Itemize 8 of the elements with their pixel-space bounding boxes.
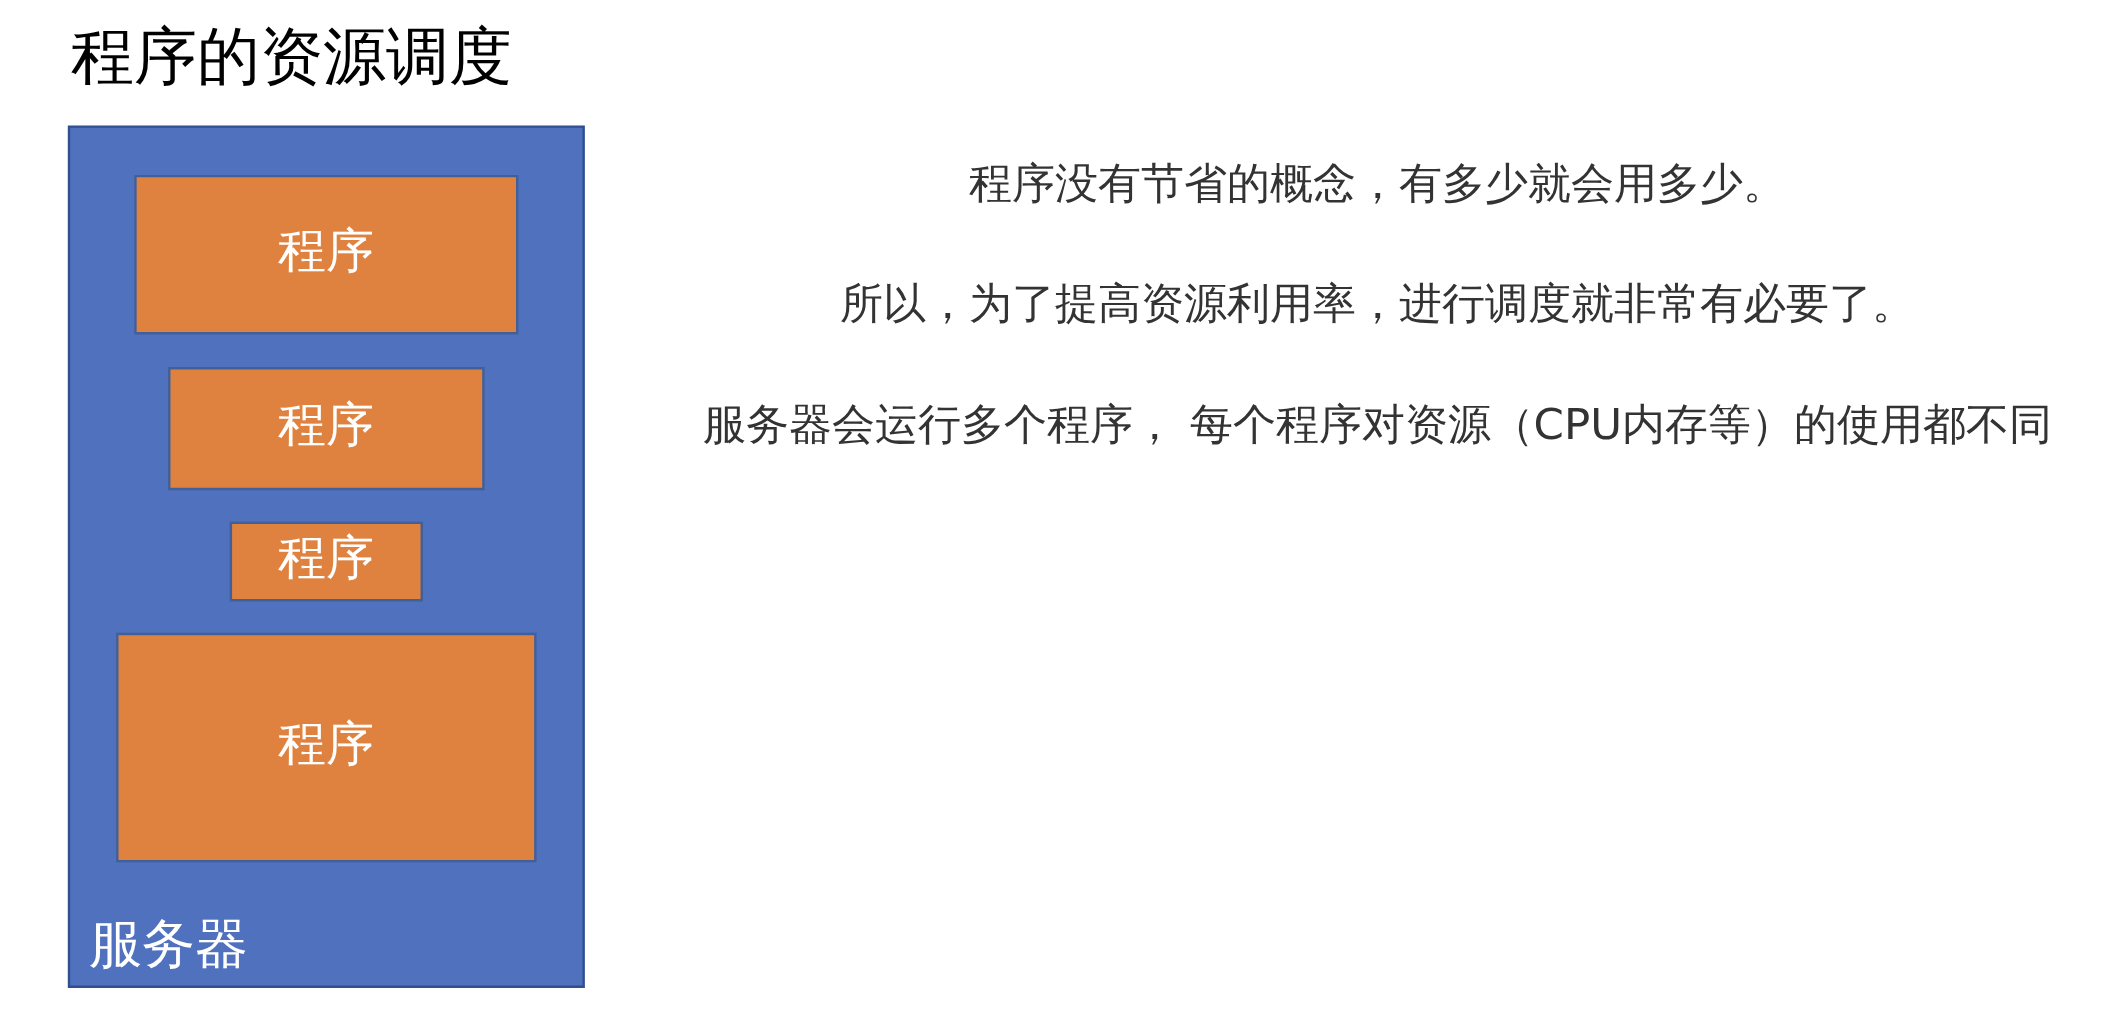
node-box: 程序 — [167, 367, 485, 491]
label: 程序没有节省的概念，有多少就会用多少。 — [968, 157, 1786, 208]
label: 所以，为了提高资源利用率，进行调度就非常有必要了。 — [839, 278, 1915, 329]
diagram-title: 程序的资源调度 — [70, 19, 512, 93]
label: 服务器会运行多个程序， 每个程序对资源（CPU内存等）的使用都不同 — [702, 399, 2052, 450]
node-box: 程序 — [229, 521, 423, 602]
node-box: 程序 — [115, 632, 537, 863]
node-box: 程序 — [133, 174, 518, 335]
